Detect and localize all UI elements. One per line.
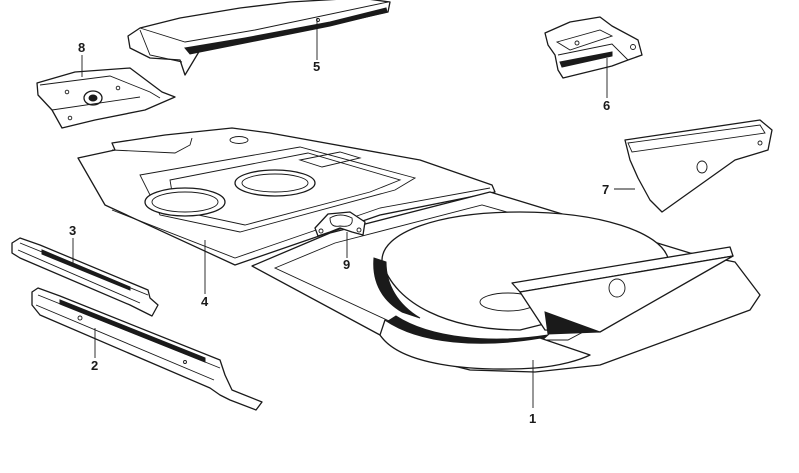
- callout-2: 2: [91, 358, 99, 373]
- callout-4: 4: [201, 294, 209, 309]
- part-3-sill-rail[interactable]: [11, 237, 159, 317]
- part-2-sill-rail[interactable]: [31, 287, 263, 411]
- callout-7: 7: [602, 182, 610, 197]
- part-6-bracket[interactable]: [544, 16, 643, 79]
- part-7-cross-brace[interactable]: [624, 119, 773, 213]
- callout-6: 6: [603, 98, 611, 113]
- callout-8: 8: [78, 40, 86, 55]
- part-9-bracket[interactable]: [314, 211, 366, 237]
- callout-1: 1: [529, 411, 537, 426]
- callout-3: 3: [69, 223, 77, 238]
- leader-lines: [72, 18, 635, 408]
- part-5-longitudinal-member[interactable]: [127, 0, 391, 76]
- part-8-reinforcement-plate[interactable]: [36, 67, 176, 129]
- callout-5: 5: [313, 59, 321, 74]
- part-4-front-floor-panel[interactable]: [77, 127, 496, 266]
- part-1-rear-floor-panel[interactable]: [251, 191, 761, 373]
- callout-9: 9: [343, 257, 351, 272]
